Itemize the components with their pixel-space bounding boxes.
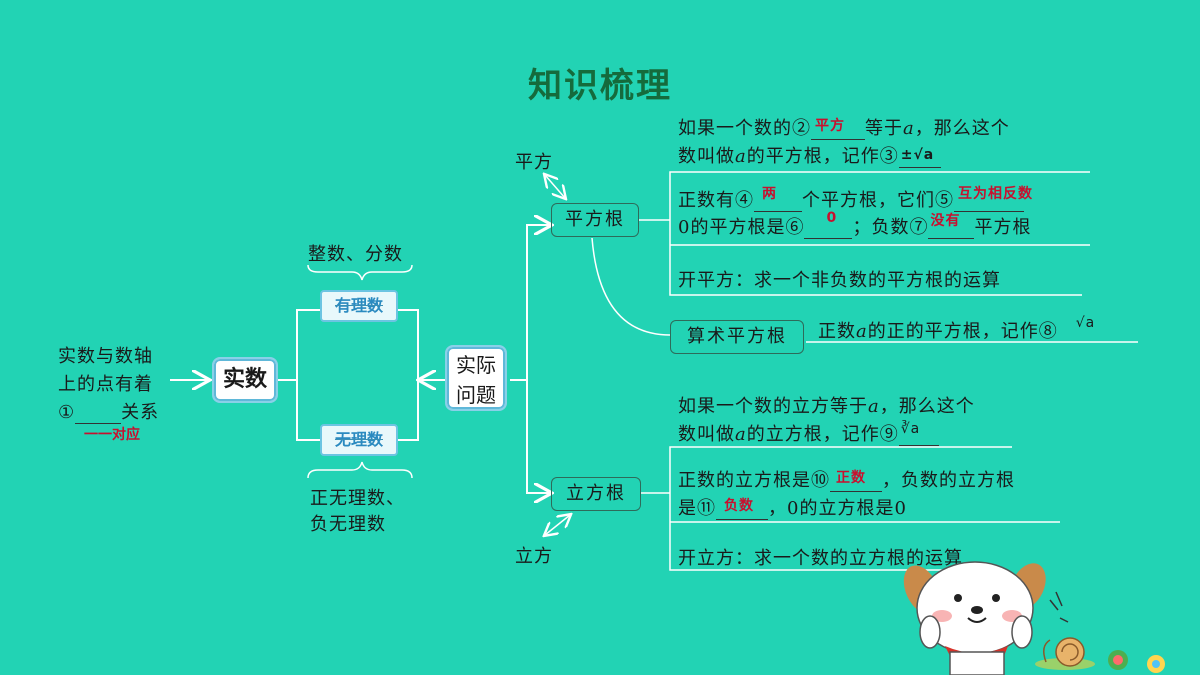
sq-def-text: ，那么这个 [914, 118, 1010, 139]
cube-def-text: 的立方根，记作⑨ [746, 424, 899, 445]
cube-prop-line1: 正数的立方根是⑩ 正数 ，负数的立方根 [678, 466, 1015, 492]
cube-prop-text: ，0的立方根是0 [768, 498, 907, 519]
sq-operation: 开平方：求一个非负数的平方根的运算 [678, 270, 1001, 291]
var-a: a [868, 396, 880, 417]
arith-desc: 正数a的正的平方根，记作⑧ √a [818, 315, 1108, 343]
blank-2: 平方 [811, 118, 865, 140]
cube-prop-text: 正数的立方根是⑩ [678, 470, 830, 491]
blank-5: 互为相反数 [954, 186, 1032, 212]
rational-examples: 整数、分数 [308, 244, 403, 265]
sq-prop-text: ；负数⑦ [852, 217, 929, 238]
sq-def-text: 如果一个数的② [678, 118, 811, 139]
blank-9: ∛a [898, 421, 939, 446]
var-a: a [856, 321, 868, 342]
answer-9: ∛a [900, 421, 921, 437]
answer-1: 一一对应 [84, 427, 140, 443]
irrational-examples-line2: 负无理数 [310, 514, 386, 535]
irrational-examples-line1: 正无理数、 [310, 488, 405, 509]
answer-10: 正数 [836, 470, 866, 486]
left-text-line1: 实数与数轴 [58, 346, 153, 367]
cube-def-text: 数叫做 [678, 424, 735, 445]
cube-prop-text: ，负数的立方根 [882, 470, 1015, 491]
cube-prop-text: 是⑪ [678, 498, 716, 519]
var-a: a [735, 424, 747, 445]
cube-def-text: 如果一个数的立方等于 [678, 396, 868, 417]
answer-7: 没有 [930, 213, 961, 229]
left-text-line2: 上的点有着 [58, 374, 153, 395]
blank-6: 0 [804, 210, 853, 239]
practical-line2: 问题 [456, 383, 496, 407]
cube-root-box: 立方根 [551, 477, 641, 511]
practical-problem-box: 实际 问题 [445, 345, 507, 411]
left-text-suffix: 关系 [121, 402, 160, 423]
blank-3: ±√a [898, 147, 941, 168]
irrational-number-box: 无理数 [320, 424, 398, 456]
answer-11: 负数 [724, 498, 754, 514]
answer-6: 0 [826, 210, 838, 226]
answer-3: ±√a [900, 147, 935, 163]
sq-prop-text: 0的平方根是⑥ [678, 217, 805, 238]
cube-def-text: ，那么这个 [879, 396, 975, 417]
blank-8: √a [1058, 315, 1108, 343]
answer-5: 互为相反数 [958, 186, 1033, 202]
cube-prop-line2: 是⑪ 负数 ，0的立方根是0 [678, 494, 907, 520]
blank-11: 负数 [716, 498, 768, 520]
sq-def-text: 等于 [865, 118, 903, 139]
blank-7: 没有 [928, 213, 975, 239]
cube-def-line1: 如果一个数的立方等于a，那么这个 [678, 392, 975, 418]
page-title: 知识梳理 [528, 66, 672, 106]
puppy-illustration-icon [903, 561, 1165, 675]
sq-prop-text: 正数有④ [678, 190, 754, 211]
sq-def-text: 数叫做 [678, 146, 735, 167]
blank-10: 正数 [830, 470, 882, 492]
practical-line1: 实际 [456, 353, 496, 377]
cube-operation: 开立方：求一个数的立方根的运算 [678, 548, 963, 569]
arith-text: 正数 [818, 321, 856, 342]
sq-prop-text: 平方根 [974, 217, 1032, 238]
answer-8: √a [1075, 315, 1096, 331]
blank-1 [75, 405, 122, 424]
arith-text: 的正的平方根，记作⑧ [867, 321, 1058, 342]
square-note: 平方 [515, 152, 553, 173]
answer-4: 两 [762, 186, 777, 202]
cube-def-line2: 数叫做a的立方根，记作⑨∛a [678, 420, 939, 446]
real-number-box: 实数 [212, 357, 278, 403]
rational-number-box: 有理数 [320, 290, 398, 322]
blank-4: 两 [754, 186, 802, 212]
left-text-line3: ① 关系 [58, 398, 159, 424]
cube-note: 立方 [515, 546, 553, 567]
sq-prop-text: 个平方根，它们⑤ [802, 190, 954, 211]
square-root-box: 平方根 [551, 203, 639, 237]
arithmetic-square-root-box: 算术平方根 [670, 320, 804, 354]
var-a: a [735, 146, 747, 167]
var-a: a [903, 118, 915, 139]
sq-def-text: 的平方根，记作③ [746, 146, 899, 167]
blank-number: ① [58, 402, 76, 423]
answer-2: 平方 [815, 118, 845, 134]
sq-def-line2: 数叫做a的平方根，记作③±√a [678, 142, 941, 168]
